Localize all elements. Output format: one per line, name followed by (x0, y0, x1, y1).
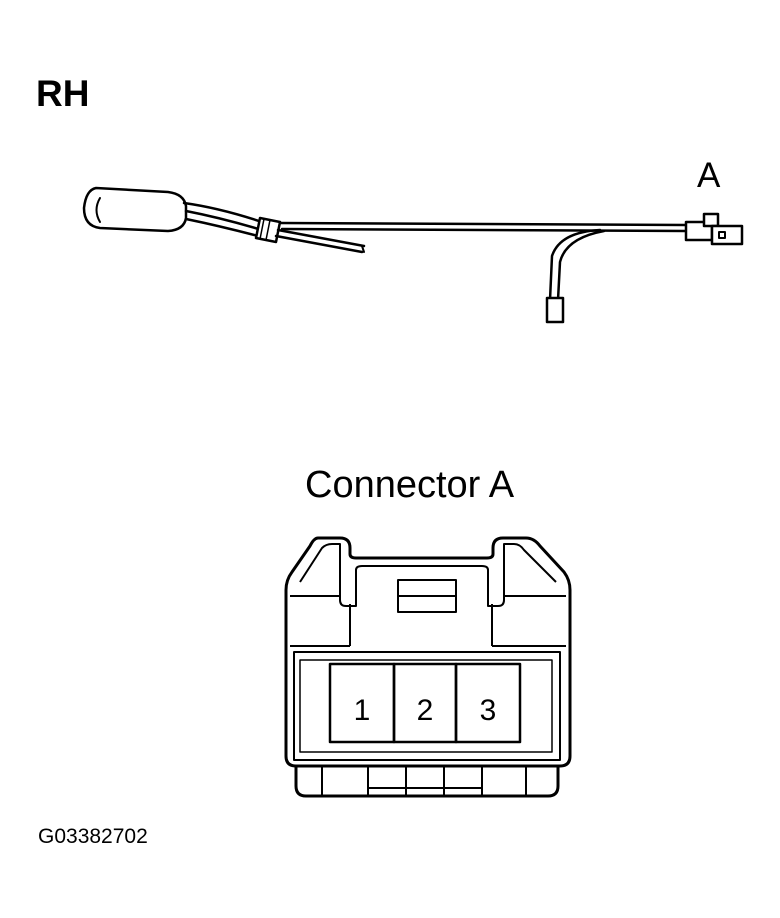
connector-housing-outline (284, 536, 572, 768)
buckle-highlight (95, 197, 101, 223)
connector-title: Connector A (305, 464, 515, 506)
buckle-wire-bottom (184, 217, 260, 238)
connector-reference-label: A (697, 156, 721, 195)
buckle-body (82, 186, 188, 233)
main-harness-top (278, 221, 688, 227)
pin-label-3: 3 (480, 694, 497, 727)
connector-bottom-skirt (294, 766, 560, 798)
pin-cavity-3 (454, 662, 522, 744)
buckle-wire-top (182, 201, 264, 224)
pin-label-1: 1 (354, 694, 371, 727)
branch-connector (545, 296, 565, 324)
wire-harness-illustration (82, 186, 744, 324)
wire-branch-short-b (274, 234, 364, 254)
side-label: RH (36, 73, 90, 114)
wire-branch-short-a (276, 228, 366, 248)
branch-wire-inner (556, 229, 606, 302)
branch-wire-outer (548, 228, 602, 302)
connector-a-face (284, 536, 572, 798)
buckle-wire-mid (184, 209, 264, 232)
main-harness-bottom (280, 227, 688, 233)
figure-code: G03382702 (38, 825, 148, 848)
pin-label-2: 2 (417, 694, 434, 727)
